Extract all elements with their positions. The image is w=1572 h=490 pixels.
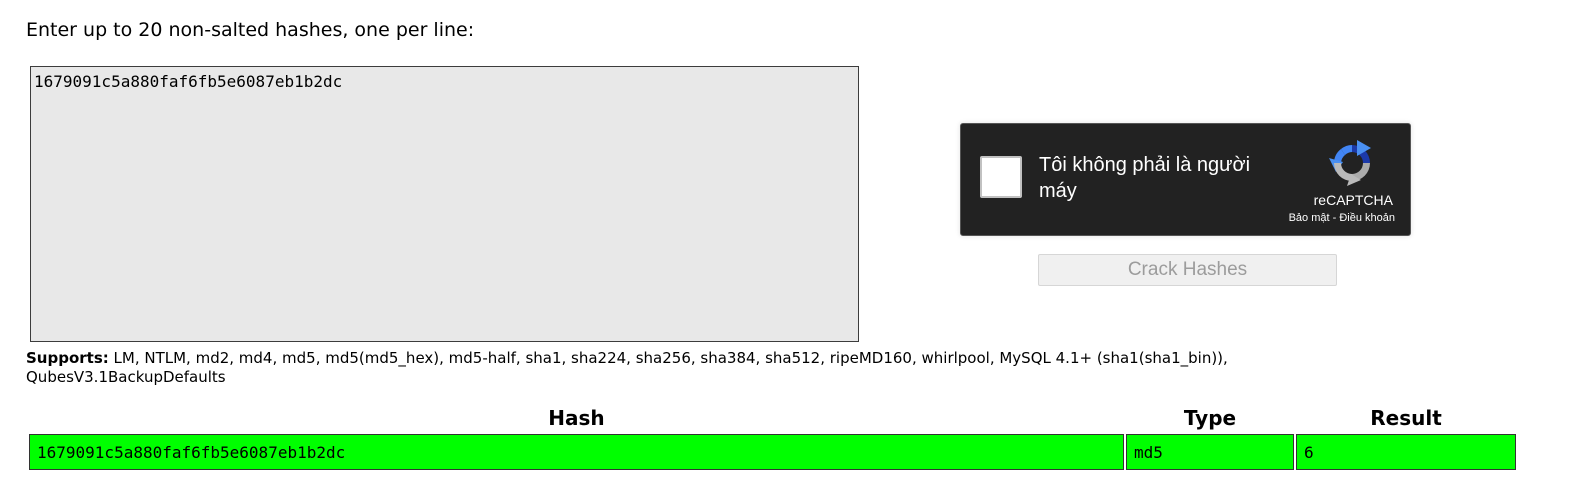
hash-cell: 1679091c5a880faf6fb5e6087eb1b2dc — [29, 434, 1124, 470]
hash-column-header: Hash — [548, 406, 605, 430]
recaptcha-label: Tôi không phải là người máy — [1039, 154, 1251, 202]
links-separator: - — [1329, 212, 1340, 224]
type-cell: md5 — [1126, 434, 1294, 470]
recaptcha-logo-icon — [1329, 140, 1371, 186]
terms-link[interactable]: Điều khoản — [1339, 212, 1395, 224]
recaptcha-checkbox[interactable] — [980, 156, 1022, 198]
privacy-link[interactable]: Bảo mật — [1288, 212, 1330, 224]
recaptcha-brand: reCAPTCHA — [1313, 192, 1393, 208]
recaptcha-widget: Tôi không phải là người máy reCAPTCHA Bả… — [960, 123, 1411, 236]
result-column-header: Result — [1370, 406, 1442, 430]
supported-algorithms: Supports: LM, NTLM, md2, md4, md5, md5(m… — [26, 349, 1356, 387]
hashes-textarea[interactable]: 1679091c5a880faf6fb5e6087eb1b2dc — [30, 66, 859, 342]
recaptcha-links: Bảo mật - Điều khoản — [1289, 212, 1395, 224]
supports-list: LM, NTLM, md2, md4, md5, md5(md5_hex), m… — [26, 349, 1228, 386]
supports-label: Supports: — [26, 349, 109, 367]
results-header-row: Hash Type Result — [29, 404, 1516, 432]
results-table: Hash Type Result 1679091c5a880faf6fb5e60… — [27, 402, 1518, 472]
type-column-header: Type — [1183, 406, 1237, 430]
table-row: 1679091c5a880faf6fb5e6087eb1b2dc md5 6 — [29, 434, 1516, 470]
hashes-prompt: Enter up to 20 non-salted hashes, one pe… — [26, 19, 475, 41]
result-cell: 6 — [1296, 434, 1516, 470]
crack-hashes-button[interactable]: Crack Hashes — [1038, 254, 1337, 286]
